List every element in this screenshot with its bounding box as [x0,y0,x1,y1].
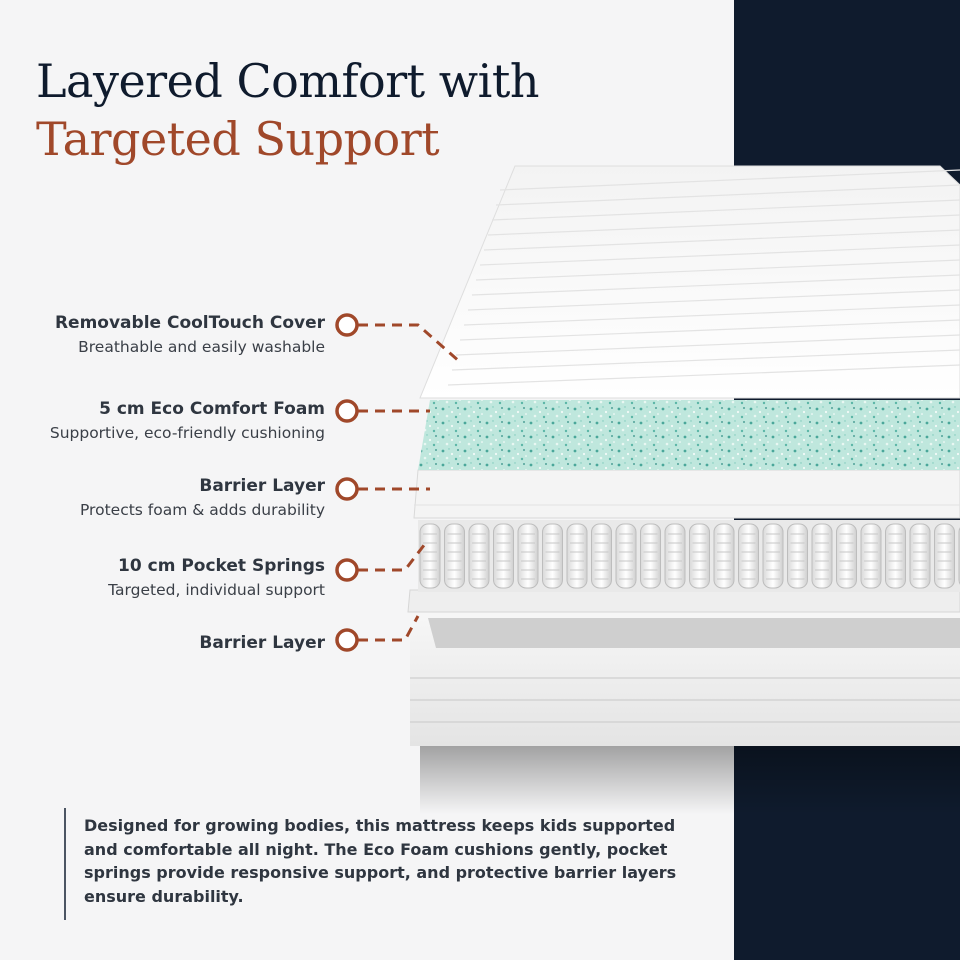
pocket-spring [787,523,808,589]
callout-subtitle: Supportive, eco-friendly cushioning [49,424,325,442]
callout-barrier-layer-lower: Barrier Layer [199,631,325,655]
pocket-spring [664,523,686,589]
callout-title: 5 cm Eco Comfort Foam [99,399,325,419]
cover-quilt-line [479,244,960,266]
pocket-springs-row [419,523,960,589]
cover-quilt-line [483,229,960,251]
upper-barrier-layer [413,469,960,519]
pocket-spring [689,523,710,589]
headline-line-1: Layered Comfort with [36,54,540,108]
pocket-spring [762,523,784,589]
headline-line-2: Targeted Support [36,112,440,166]
callout-title: Barrier Layer [199,476,325,496]
marker-circle-icon [335,477,359,501]
description-text: Designed for growing bodies, this mattre… [84,816,677,906]
headline: Layered Comfort with Targeted Support [36,52,540,168]
lower-barrier-layer [407,589,960,613]
marker-circle-icon [335,399,359,423]
pocket-spring [566,523,588,589]
mattress-shadow [420,744,960,814]
cover-quilt-line [475,259,960,281]
marker-circle-icon [335,628,359,652]
cover-quilt-line [487,214,960,236]
callout-markers [335,313,359,652]
pocket-spring [419,523,441,589]
pocket-spring [811,523,833,589]
callout-title: 10 cm Pocket Springs [118,556,325,576]
cover-quilt-line [471,274,960,296]
callout-barrier-layer-upper: Barrier Layer Protects foam & adds durab… [80,474,325,522]
eco-comfort-foam-layer [418,400,960,470]
callout-eco-comfort-foam: 5 cm Eco Comfort Foam Supportive, eco-fr… [50,397,325,445]
cover-quilt-line [459,319,960,341]
callout-subtitle: Breathable and easily washable [78,338,325,356]
marker-circle-icon [335,313,359,337]
pocket-spring [713,523,735,589]
callout-title: Removable CoolTouch Cover [54,313,325,333]
cover-quilt-line [451,349,960,371]
base-inner-tray [428,618,960,648]
pocket-spring [860,523,882,589]
pocket-spring [591,523,612,589]
description-block: Designed for growing bodies, this mattre… [64,808,706,920]
pocket-spring [836,523,857,589]
cover-quilt-line [463,304,960,326]
pocket-spring [909,523,931,589]
marker-circle-icon [335,558,359,582]
cover-quilt-line [467,289,960,311]
pocket-spring [738,523,759,589]
pocket-spring [542,523,563,589]
pocket-spring [493,523,514,589]
pocket-spring [444,523,465,589]
cover-quilt-line [491,199,960,221]
callout-subtitle: Targeted, individual support [108,581,325,599]
cover-quilt-lines [447,169,960,386]
pocket-spring [934,523,955,589]
pocket-spring [468,523,490,589]
pocket-spring [517,523,539,589]
callout-subtitle: Protects foam & adds durability [79,501,325,519]
pocket-spring [640,523,661,589]
cover-quilt-line [495,184,960,206]
pocket-spring [615,523,637,589]
cover-quilt-line [499,169,960,191]
cover-quilt-line [455,334,960,356]
cover-quilt-line [447,364,960,386]
pocket-spring [885,523,906,589]
cooltouch-cover-layer [419,165,960,399]
callout-pocket-springs: 10 cm Pocket Springs Targeted, individua… [108,554,325,602]
callout-cooltouch-cover: Removable CoolTouch Cover Breathable and… [55,311,325,359]
callout-title: Barrier Layer [199,633,325,653]
callout-connectors [358,323,461,642]
